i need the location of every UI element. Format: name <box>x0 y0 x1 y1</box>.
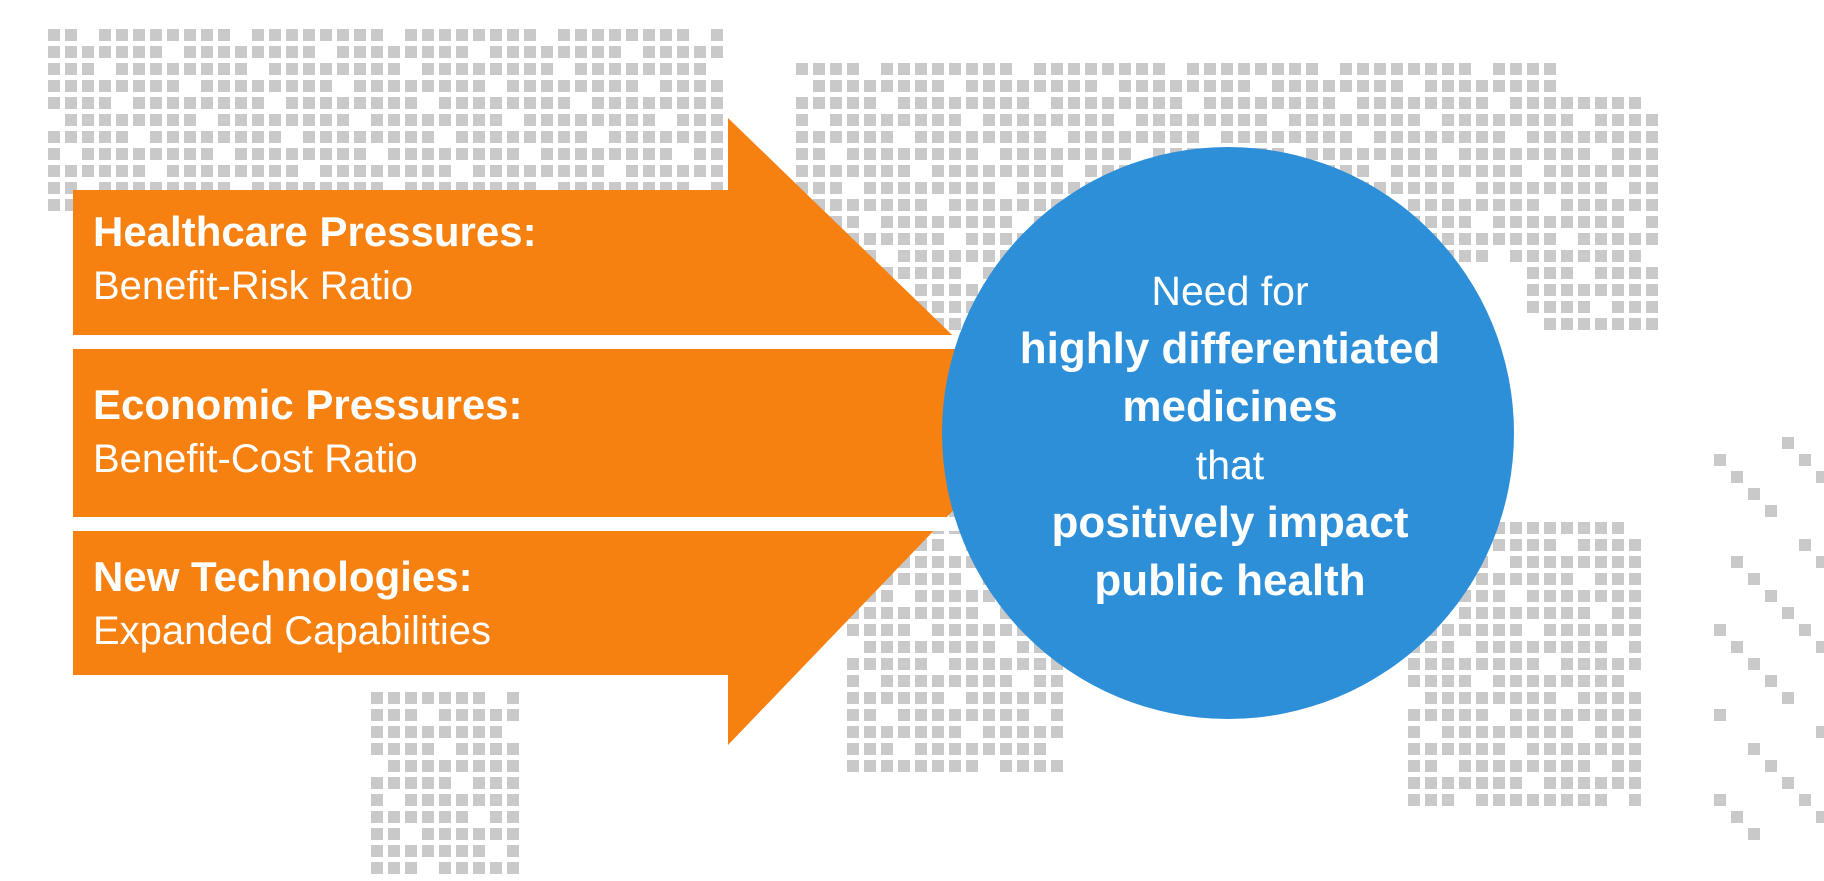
outcome-line: public health <box>1094 556 1366 605</box>
arrow-title: Economic Pressures: <box>93 381 523 428</box>
convergence-arrow <box>73 118 1040 745</box>
outcome-circle <box>942 147 1514 719</box>
bar-separator <box>60 335 1020 349</box>
new-technologies-label: New Technologies: Expanded Capabilities <box>93 550 491 658</box>
outcome-line: highly differentiated <box>1019 324 1441 373</box>
bar-separator <box>60 517 1020 531</box>
outcome-line: medicines <box>1122 382 1338 431</box>
healthcare-pressures-label: Healthcare Pressures: Benefit-Risk Ratio <box>93 205 537 313</box>
economic-pressures-label: Economic Pressures: Benefit-Cost Ratio <box>93 378 523 486</box>
outcome-line: that <box>1195 442 1265 488</box>
outcome-line: Need for <box>1151 268 1309 314</box>
arrow-subtitle: Benefit-Risk Ratio <box>93 264 414 308</box>
arrow-subtitle: Expanded Capabilities <box>93 609 492 653</box>
outcome-line: positively impact <box>1051 498 1409 547</box>
arrow-title: Healthcare Pressures: <box>93 208 537 255</box>
arrow-subtitle: Benefit-Cost Ratio <box>93 437 418 481</box>
outcome-statement: Need for highly differentiated medicines… <box>990 262 1470 610</box>
arrow-title: New Technologies: <box>93 553 473 600</box>
